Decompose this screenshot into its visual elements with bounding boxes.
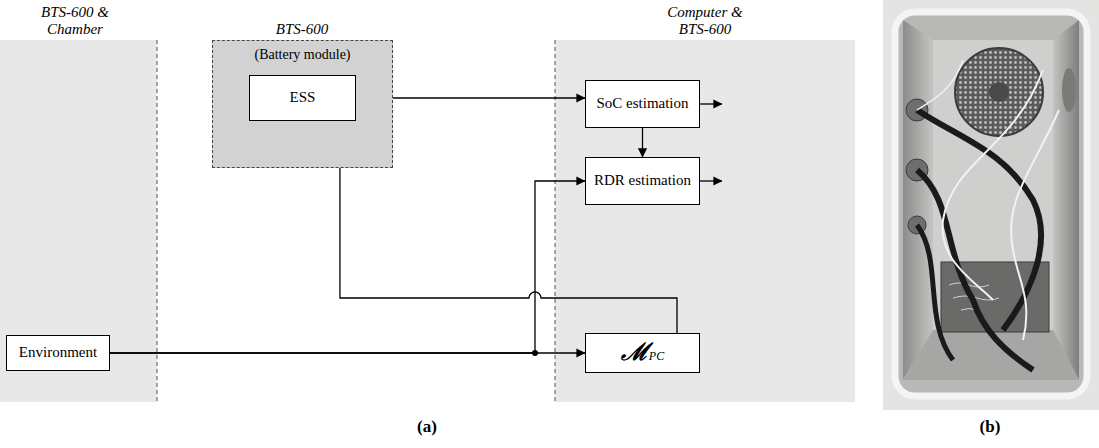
process-box: ESS — [249, 75, 356, 121]
column-band — [0, 40, 157, 402]
column-band — [555, 40, 855, 402]
chamber-photo — [883, 0, 1099, 410]
sensor-wire — [917, 60, 963, 110]
fan-guard — [955, 48, 1043, 136]
fan-hub — [989, 82, 1009, 102]
input-box: Environment — [6, 335, 110, 371]
chamber-wall — [903, 20, 933, 380]
panel-label: (b) — [960, 417, 1020, 437]
node-text: (Battery module) — [254, 47, 350, 63]
node-text: Environment — [19, 344, 97, 361]
module-box: (Battery module) ESS — [212, 40, 393, 168]
chamber-opening — [895, 12, 1087, 396]
column-heading: Computer & BTS-600 — [655, 4, 755, 39]
column-separator — [555, 40, 556, 402]
side-port — [1062, 68, 1076, 112]
junction-dot — [532, 350, 538, 356]
power-cable — [917, 225, 953, 360]
node-text: RDR estimation — [594, 172, 691, 189]
column-heading: BTS-600 & Chamber — [30, 4, 120, 39]
node-text: ESS — [290, 89, 316, 106]
signal-arrow — [642, 128, 643, 157]
controller-box: ℳPC — [585, 333, 700, 373]
process-box: RDR estimation — [585, 157, 700, 205]
sensor-wire — [943, 70, 1043, 300]
oven-body — [883, 0, 1099, 410]
output-arrow — [700, 180, 722, 181]
process-box: SoC estimation — [585, 80, 700, 128]
column-separator — [157, 40, 158, 402]
signal-arrow — [110, 352, 585, 353]
node-text: ℳPC — [621, 339, 664, 367]
signal-arrow — [110, 181, 585, 353]
panel-label: (a) — [397, 417, 457, 437]
sensor-wire — [1011, 110, 1059, 340]
column-heading: BTS-600 — [242, 21, 362, 38]
output-arrow — [700, 103, 722, 104]
node-text: SoC estimation — [596, 95, 688, 112]
chamber-wall — [1053, 20, 1079, 380]
